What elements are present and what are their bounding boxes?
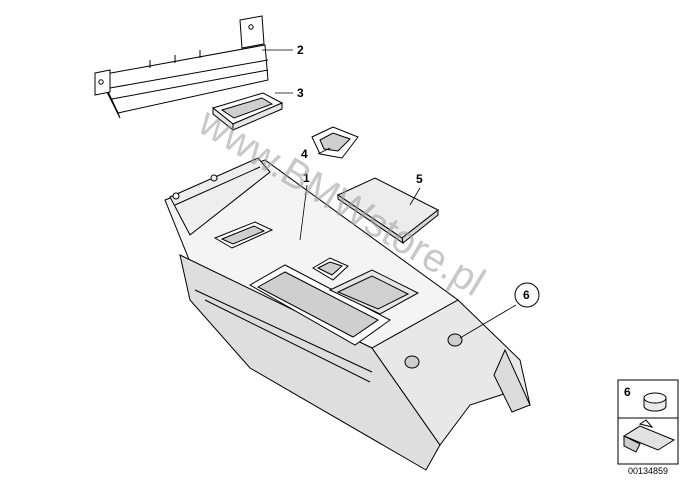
callout-6-circle [514, 282, 540, 308]
leader-lines [262, 49, 517, 339]
part-4-bezel [311, 126, 359, 159]
diagram-ref-number: 00134859 [628, 466, 668, 476]
part-2-rail [94, 15, 269, 119]
callout-3: 3 [297, 86, 304, 100]
callout-2: 2 [297, 43, 304, 57]
callout-1: 1 [303, 171, 310, 185]
callout-5: 5 [416, 172, 423, 186]
legend-box: 6 [617, 379, 679, 465]
arrow-icon [622, 419, 676, 453]
callout-6: 6 [523, 288, 530, 302]
callout-4: 4 [301, 147, 308, 161]
plug-icon [643, 392, 667, 412]
part-1-console [164, 157, 531, 471]
part-5-mat [336, 177, 439, 245]
legend-item-number: 6 [624, 385, 631, 399]
part-3-frame [211, 92, 284, 132]
